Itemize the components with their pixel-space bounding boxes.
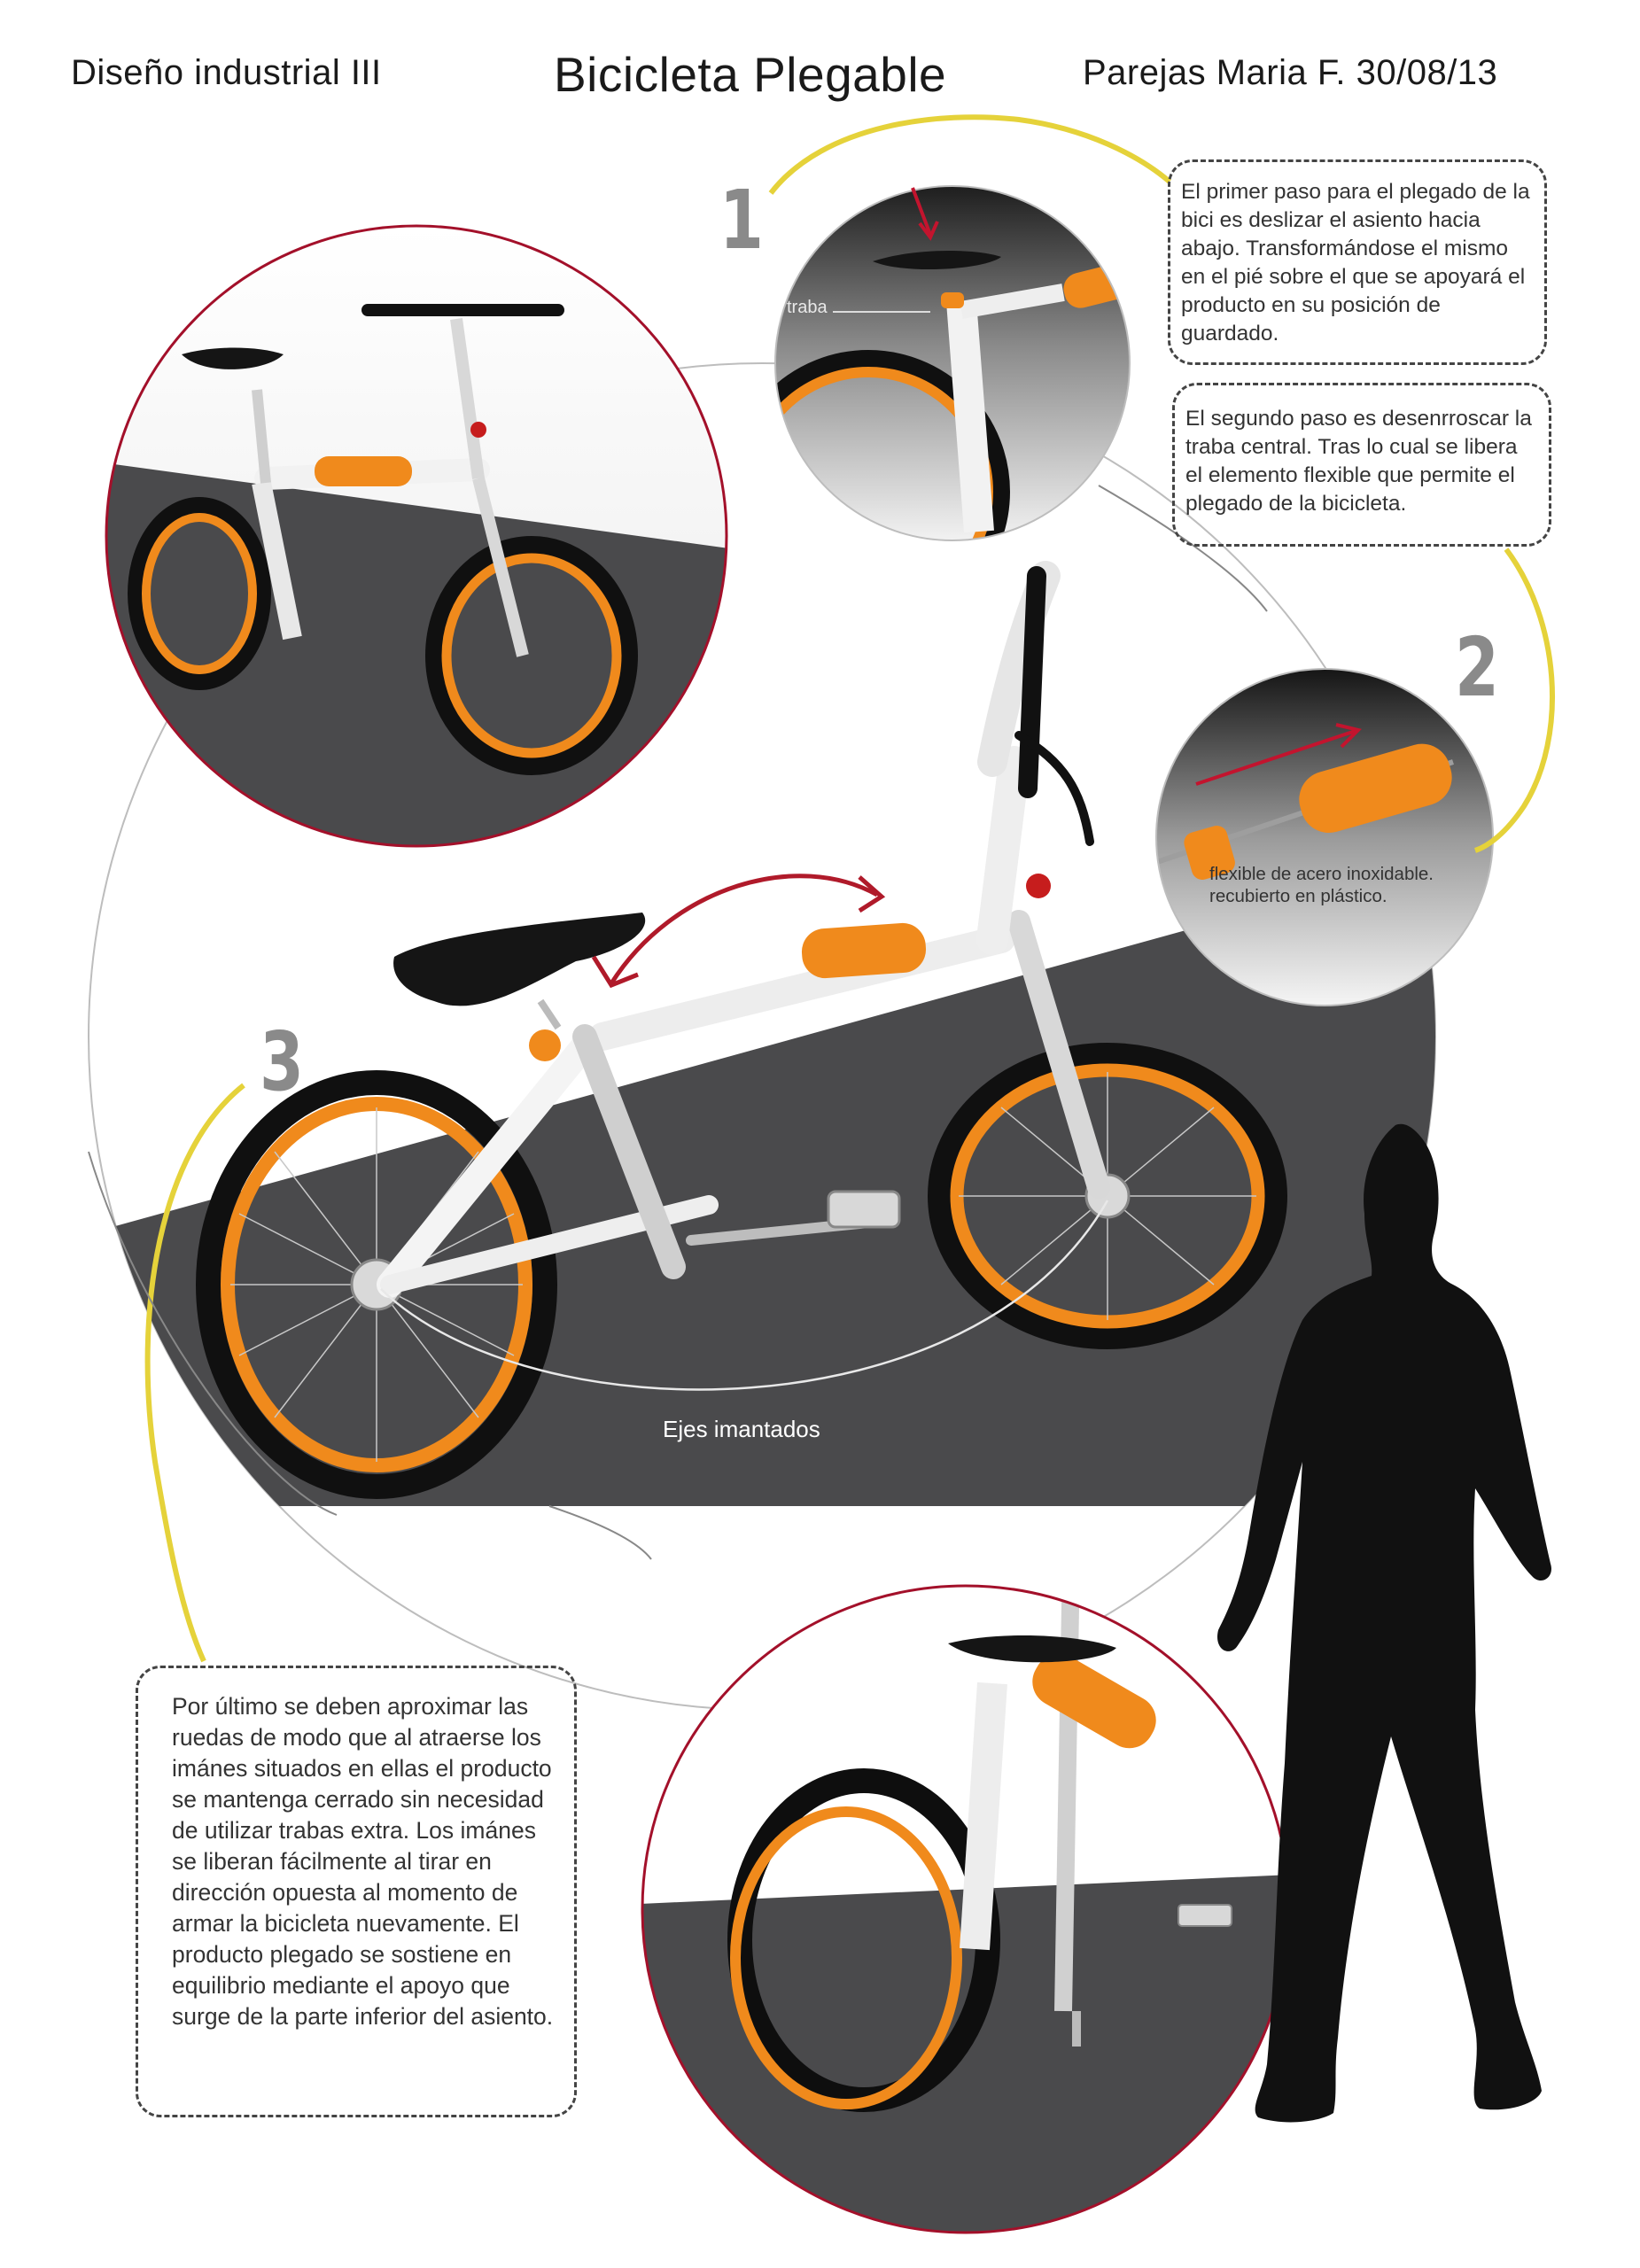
person-silhouette	[1217, 1123, 1551, 2123]
author-date: Parejas Maria F. 30/08/13	[1083, 53, 1498, 92]
connector-line-a	[1098, 485, 1268, 612]
traba-label: traba	[787, 298, 828, 317]
callout-arc-2	[1473, 548, 1555, 853]
connector-line-b	[88, 1151, 338, 1516]
step-number-3: 3	[260, 1014, 304, 1109]
bike-frame	[377, 561, 1110, 1298]
step-number-2: 2	[1455, 620, 1499, 715]
connector-line-c	[548, 1505, 652, 1560]
seat	[393, 913, 646, 1006]
step3-note: Por último se deben aproximar las ruedas…	[136, 1666, 577, 2117]
front-wheel	[928, 1043, 1287, 1349]
step1-note: El primer paso para el plegado de la bic…	[1168, 159, 1547, 365]
callout-arc-1	[768, 114, 1171, 195]
callout-arc-3	[144, 1083, 245, 1663]
fold-arrow	[609, 874, 879, 985]
step-number-1: 1	[719, 173, 764, 268]
flexible-label-line2: recubierto en plástico.	[1209, 886, 1387, 906]
course-label: Diseño industrial III	[71, 53, 382, 92]
page-title: Bicicleta Plegable	[554, 47, 947, 102]
step1-detail	[774, 185, 1131, 541]
ejes-imantados-label: Ejes imantados	[663, 1416, 820, 1442]
folded-bike-scene	[641, 1584, 1291, 2234]
flexible-label-line1: flexible de acero inoxidable.	[1209, 864, 1434, 884]
step2-detail	[1155, 668, 1494, 1006]
step2-note: El segundo paso es desenrroscar la traba…	[1172, 383, 1551, 547]
assembled-bike-scene	[105, 224, 728, 848]
